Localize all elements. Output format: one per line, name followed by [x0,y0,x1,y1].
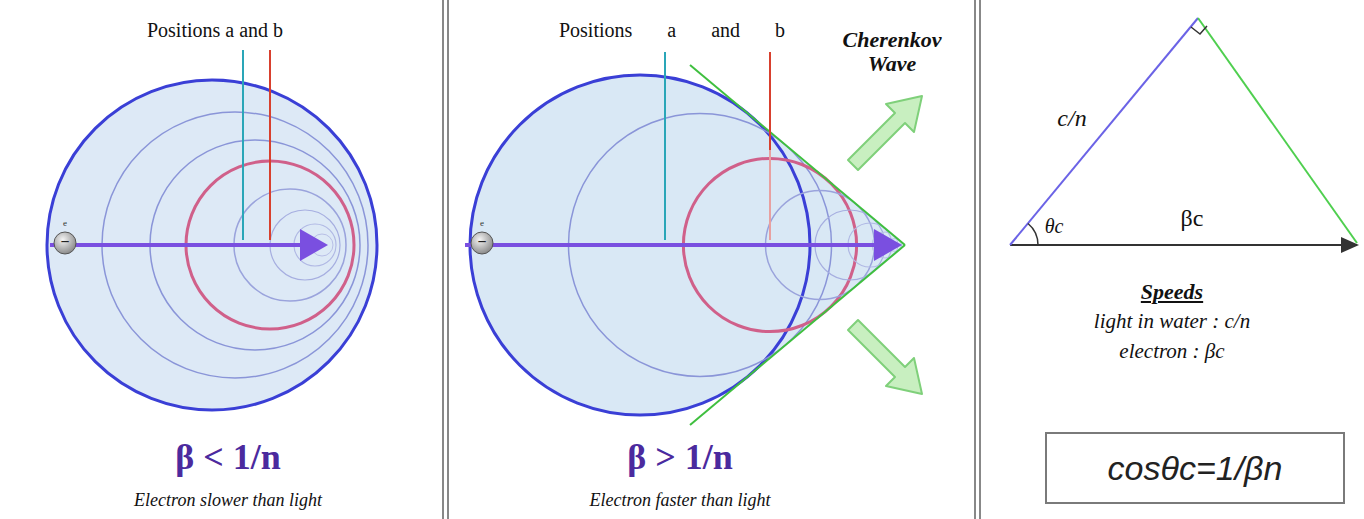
positions-title: Positions a and b [147,19,283,41]
formula-text: cosθc=1/βn [1108,449,1283,488]
wave-label: Cherenkov Wave [832,28,952,76]
speed-note: electron : βc [1119,340,1224,363]
vector-label: c/n [1057,105,1086,131]
formula-box: cosθc=1/βn [1045,432,1345,504]
electron-letter: e [480,219,484,229]
vector-label: βc [1181,205,1204,231]
angle-label: θc [1045,215,1064,237]
condition-formula: β > 1/n [627,438,733,478]
panel-caption: Electron faster than light [590,491,771,511]
electron-charge: − [60,233,69,251]
condition-formula: β < 1/n [175,438,281,478]
panel-caption: Electron slower than light [134,491,322,511]
section-heading: Speeds [1141,280,1203,304]
electron-letter: e [63,219,67,229]
speed-note: light in water : c/n [1094,310,1250,333]
positions-title: Positions a and b [559,19,785,41]
electron-charge: − [477,233,486,251]
